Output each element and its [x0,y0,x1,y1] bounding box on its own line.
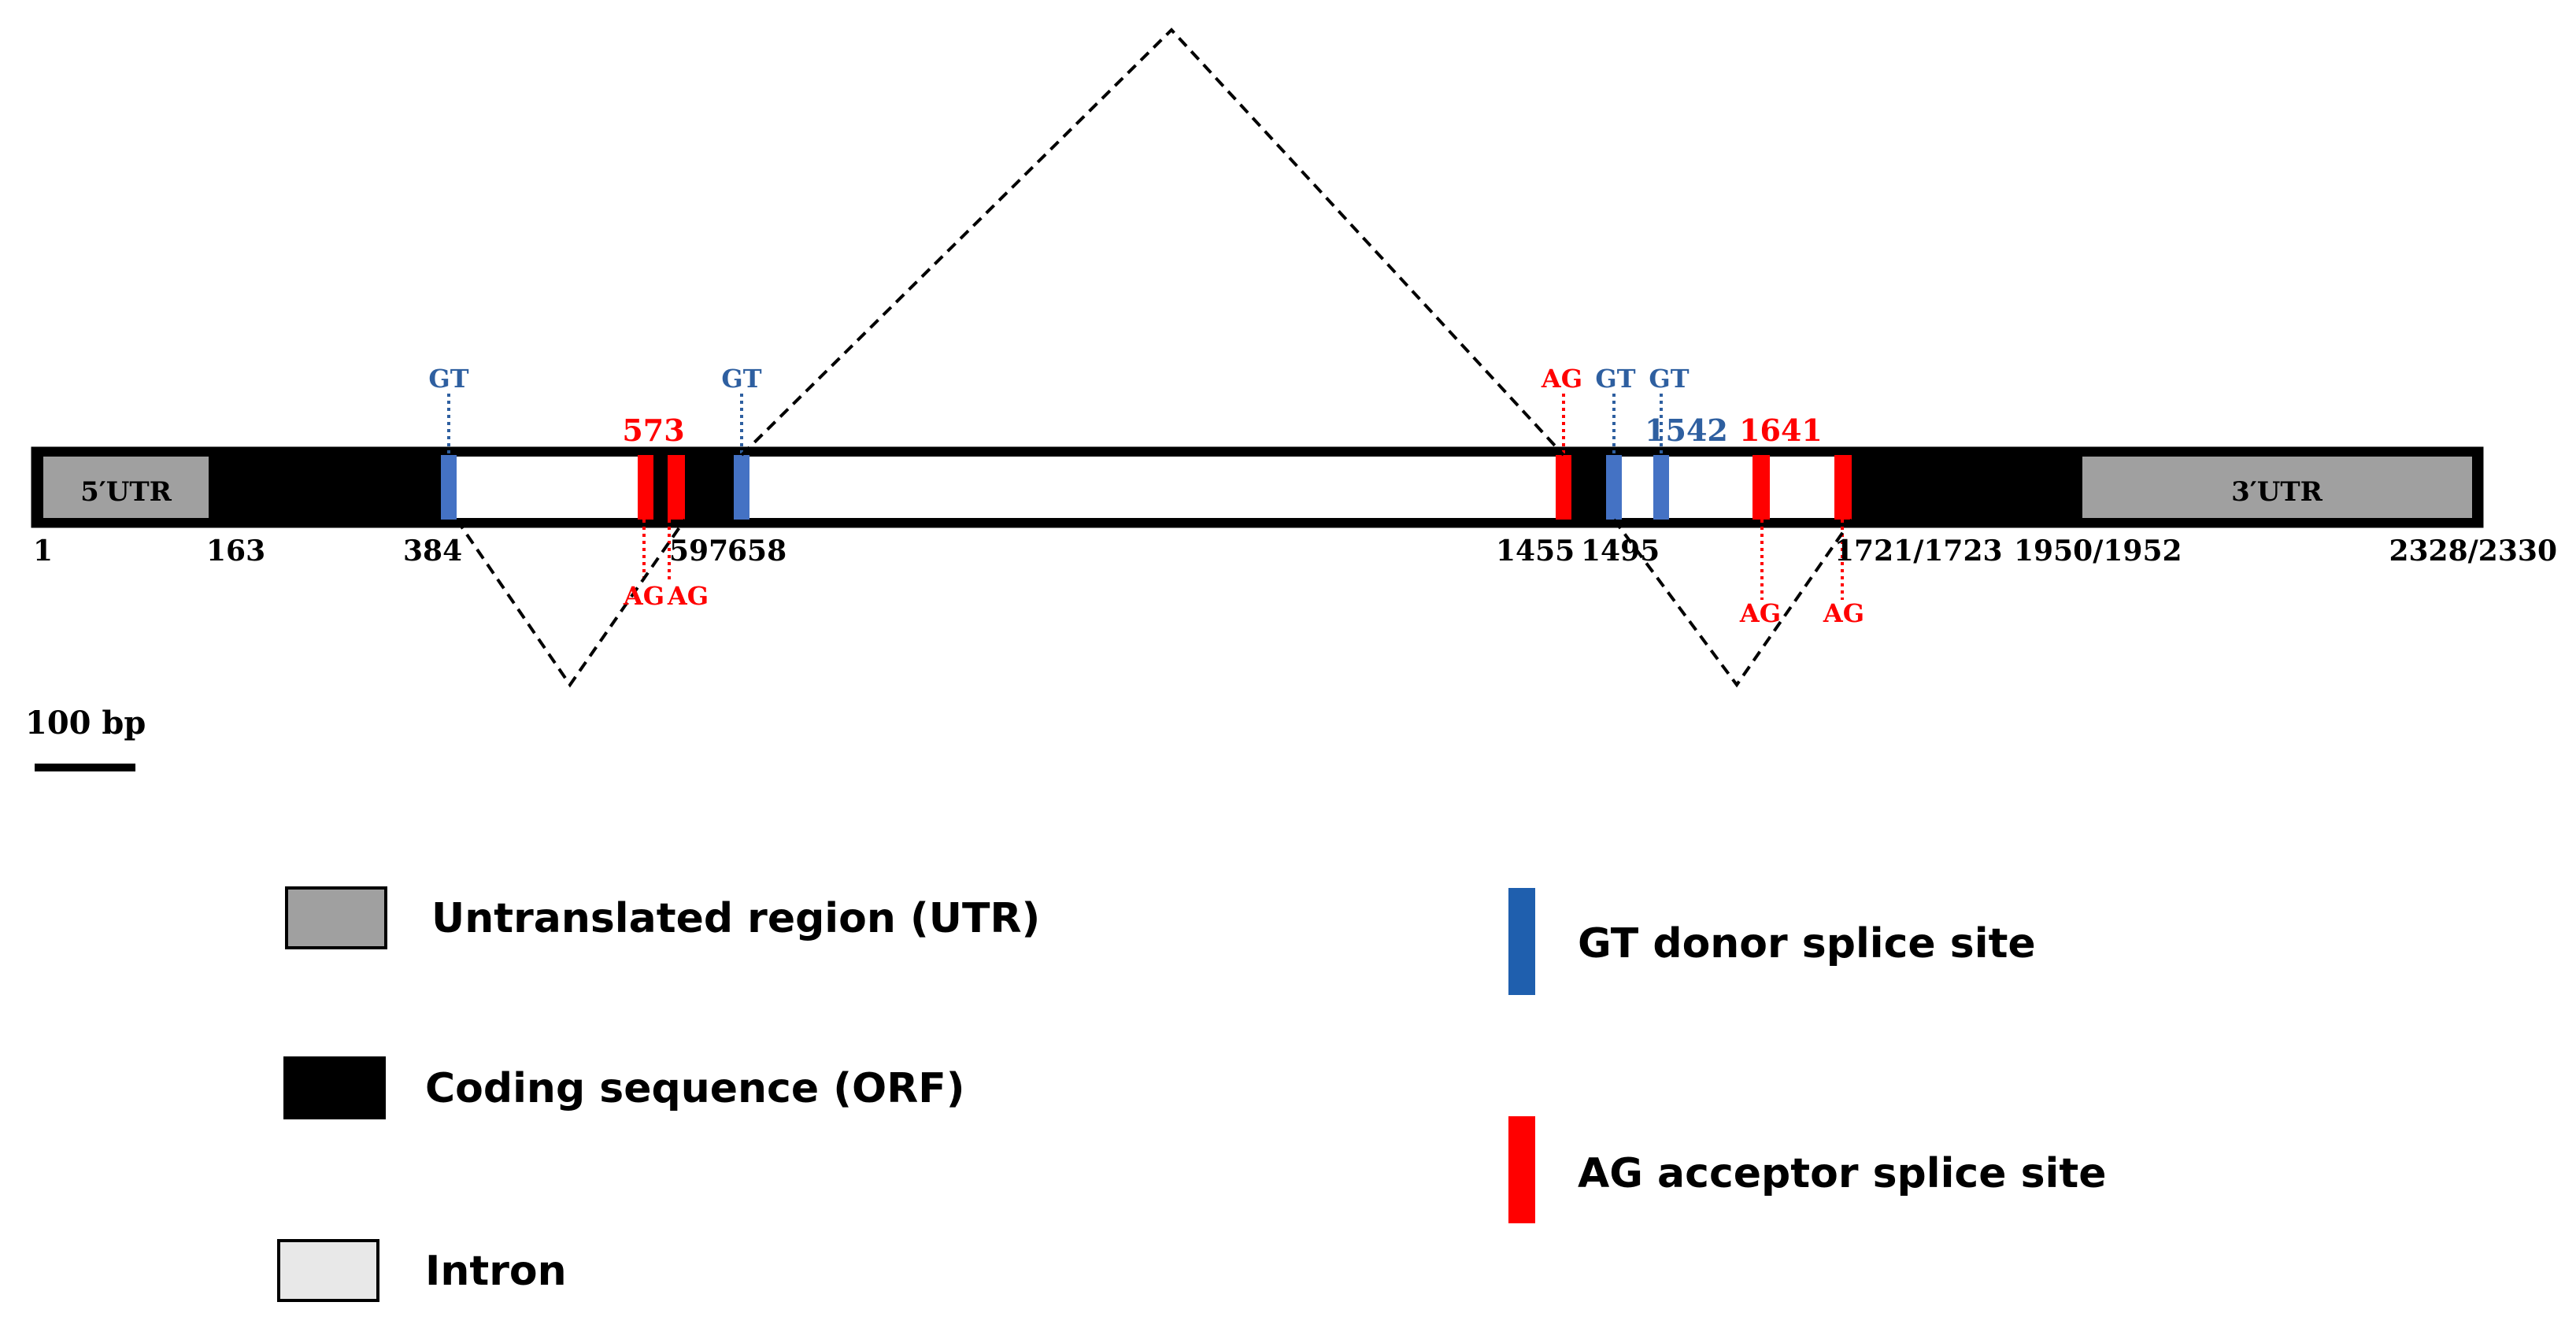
gt-site-658 [734,455,749,520]
gt-site-384 [441,455,457,520]
legend: Untranslated region (UTR) Coding sequenc… [277,886,2107,1302]
legend-swatch-ag [1508,1116,1535,1223]
ag-label-1721: AG [1823,598,1864,628]
scale-bar-line [35,764,135,771]
legend-swatch-intron [277,1239,379,1302]
position-label-1455: 1455 [1496,535,1575,568]
intron-2-block [742,457,1560,518]
position-label-573: 573 [622,412,684,448]
splice-connector-left [455,518,687,688]
gt-label-384: GT [428,364,468,394]
legend-swatch-orf [283,1056,386,1119]
position-label-1721: 1721/1723 [1834,535,2003,568]
utr3-block [2082,457,2472,518]
utr5-block [43,457,209,518]
site-marker-lines [447,394,1844,600]
gt-label-658: GT [721,364,761,394]
legend-label-intron: Intron [425,1248,567,1295]
gt-label-1495: GT [1595,364,1635,394]
position-label-597: 597 [669,535,728,568]
legend-label-orf: Coding sequence (ORF) [425,1065,965,1112]
position-label-1495: 1495 [1581,535,1660,568]
position-label-1641: 1641 [1739,412,1823,448]
utr5-label: 5′UTR [80,476,172,508]
site-type-labels: GT GT AG GT GT AG AG AG AG [428,364,1864,628]
gt-site-1495 [1606,455,1622,520]
gt-site-1542 [1653,455,1669,520]
ag-site-1721 [1834,455,1852,520]
position-label-1542: 1542 [1645,412,1728,448]
splice-connector-top [740,28,1565,457]
position-label-1: 1 [33,535,53,568]
position-labels: 1 163 384 597 658 1455 1495 1721/1723 19… [33,535,2557,568]
gene-bar: 5′UTR 3′UTR [31,446,2484,528]
ag-site-1641 [1752,455,1770,520]
legend-label-utr: Untranslated region (UTR) [431,895,1040,942]
ag-label-1455: AG [1541,364,1582,394]
gt-label-1542: GT [1649,364,1689,394]
position-label-2328: 2328/2330 [2389,535,2557,568]
intron-1-block [447,457,642,518]
position-label-384: 384 [403,535,462,568]
ag-site-573 [638,455,653,520]
splice-connector-right [1612,518,1853,688]
position-label-1950: 1950/1952 [2014,535,2182,568]
ag-label-597: AG [667,581,709,611]
splice-site-marks [441,455,1852,520]
highlight-position-labels: 573 1542 1641 [622,412,1823,448]
legend-swatch-utr [285,886,387,949]
position-label-658: 658 [727,535,786,568]
legend-label-ag: AG acceptor splice site [1578,1150,2107,1197]
legend-swatch-gt [1508,888,1535,995]
ag-label-1641: AG [1739,598,1781,628]
utr3-label: 3′UTR [2231,476,2323,508]
scale-bar-label: 100 bp [25,705,146,742]
ag-label-573: AG [623,581,664,611]
ag-site-1455 [1556,455,1571,520]
ag-site-597 [668,455,685,520]
splice-connectors [455,28,1853,688]
position-label-163: 163 [206,535,265,568]
legend-label-gt: GT donor splice site [1578,920,2036,967]
scale-bar: 100 bp [25,705,146,771]
